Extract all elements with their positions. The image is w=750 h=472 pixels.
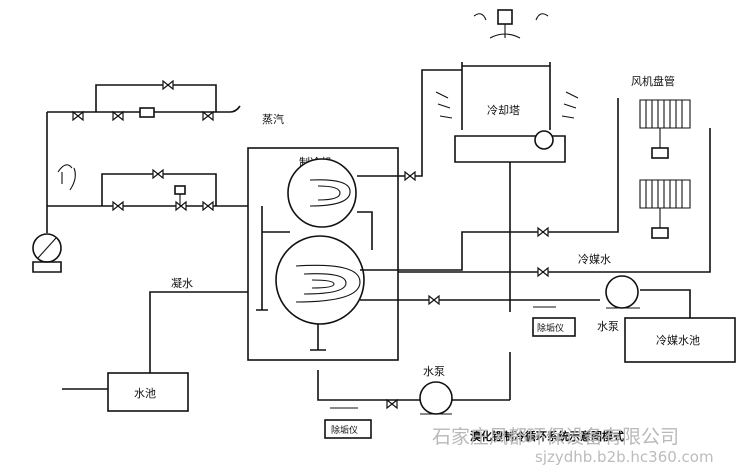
steam-supply-piping: [46, 84, 248, 233]
cooling-tower: [454, 62, 566, 163]
condensate-label: 凝水: [171, 276, 193, 290]
descaler-right-label: 除垢仪: [537, 322, 564, 334]
chilled-water-label: 冷媒水: [578, 253, 611, 266]
chilled-valve-3: [428, 295, 440, 305]
chilled-water-tank: [624, 317, 736, 363]
steam-valve-4: [202, 111, 214, 121]
bottom-pump: [419, 381, 453, 415]
bottom-pump-label: 水泵: [423, 365, 445, 378]
flow-meter-icon: [32, 233, 62, 273]
water-tank-label: 水池: [134, 387, 156, 400]
chilled-valve-1: [537, 227, 549, 237]
cooling-supply-pipe: [398, 69, 462, 177]
bottom-pipe: [317, 370, 510, 401]
water-tank: [107, 372, 189, 412]
diagram-caption: 溴化锂制冷循环系统示意图模式: [470, 429, 624, 443]
steam-label: 蒸汽: [262, 112, 284, 126]
condensate-pipe: [149, 291, 248, 373]
chiller-lower-coil: [275, 235, 365, 325]
chiller-upper-coil: [287, 158, 357, 228]
steam-filter: [139, 107, 155, 118]
steam-valve-2: [112, 111, 124, 121]
watermark-company: 石家庄风都环保设备有限公司: [432, 426, 679, 448]
chilled-water-tank-label: 冷媒水池: [656, 334, 700, 347]
cooling-tower-label: 冷却塔: [487, 104, 520, 117]
right-pump-label: 水泵: [597, 320, 619, 333]
steam-valve-7: [175, 201, 187, 211]
steam-valve-1: [72, 111, 84, 121]
chilled-return-pipe: [398, 128, 711, 273]
control-valve-icon: [174, 185, 186, 206]
cooling-valve: [404, 171, 416, 181]
steam-valve-5: [112, 201, 124, 211]
steam-valve-3: [162, 80, 174, 90]
descaler-bottom-label: 除垢仪: [331, 424, 358, 436]
right-pump: [605, 275, 640, 309]
bottom-valve: [386, 399, 398, 409]
spray-marks: [435, 91, 579, 119]
descaler-bottom: [324, 407, 372, 439]
cooling-fan-icon: [473, 9, 549, 39]
chilled-supply-pipe: [398, 98, 619, 271]
descaler-right: [532, 306, 576, 337]
steam-valve-6: [152, 169, 164, 179]
fan-coil-1: [639, 99, 691, 159]
pump-discharge-pipe: [398, 289, 691, 318]
chilled-valve-2: [537, 267, 549, 277]
pressure-gauge-icon: [57, 164, 76, 191]
fan-coil-label: 风机盘管: [631, 74, 675, 88]
steam-valve-8: [202, 201, 214, 211]
fan-coil-2: [639, 179, 691, 239]
watermark-url: sjzydhb.b2b.hc360.com: [535, 448, 714, 466]
